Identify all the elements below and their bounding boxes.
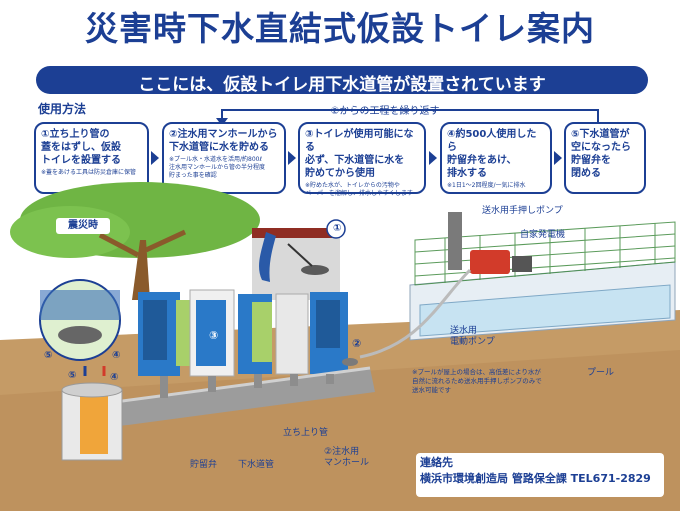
marker-4-inset: ④ (112, 350, 121, 361)
earthquake-label: 震災時 (56, 218, 110, 234)
step-2: ②注水用マンホールから 下水道管に水を貯める ※プール水・水道水を活用/約800… (162, 122, 286, 194)
repeat-note: ②からの工程を繰り返す (330, 106, 440, 117)
hand-pump-label: 送水用手押しポンプ (482, 206, 563, 216)
step-note: ※プール水・水道水を活用/約800ℓ 注水用マンホールから管の半分程度 貯まった… (169, 156, 266, 179)
storage-valve-label: 貯留弁 (190, 460, 218, 470)
step-3: ③トイレが使用可能になる 必ず、下水道管に水を 貯めてから使用 ※貯めた水が、ト… (298, 122, 426, 197)
pool-rooftop-note: ※プールが屋上の場合は、高低差により水が 自然に流れるため送水用手押しポンプのみ… (412, 368, 542, 394)
marker-5: ⑤ (68, 370, 77, 381)
marker-3: ③ (209, 329, 219, 342)
step-text: ②注水用マンホールから 下水道管に水を貯める (169, 129, 278, 153)
step-4: ④約500人使用したら 貯留弁をあけ、 排水する ※1日1〜2回程度/一気に排水 (440, 122, 552, 194)
riser-label: 立ち上り管 (283, 428, 329, 438)
sewer-pipe-label: 下水道管 (238, 460, 275, 470)
page-title: 災害時下水直結式仮設トイレ案内 (85, 9, 595, 48)
generator-label: 自家発電機 (520, 230, 566, 240)
step-5: ⑤下水道管が 空になったら 貯留弁を 閉める (564, 122, 646, 194)
electric-pump-label: 送水用 電動ポンプ (450, 326, 495, 347)
subtitle-text: ここには、仮設トイレ用下水道管が設置されています (138, 75, 546, 95)
marker-1: ① (333, 223, 342, 234)
marker-2: ② (352, 337, 362, 350)
step-text: ①立ち上り管の 蓋をはずし、仮設 トイレを設置する (41, 129, 121, 166)
contact-title: 連絡先 (420, 456, 453, 469)
pool-label: プール (587, 368, 615, 378)
step-text: ④約500人使用したら 貯留弁をあけ、 排水する (447, 129, 537, 179)
step-note: ※1日1〜2回程度/一気に排水 (447, 182, 526, 189)
marker-5-inset: ⑤ (44, 350, 53, 361)
usage-heading: 使用方法 (38, 102, 87, 116)
inlet-manhole-label: ②注水用 マンホール (324, 447, 370, 468)
step-text: ③トイレが使用可能になる 必ず、下水道管に水を 貯めてから使用 (305, 129, 414, 179)
step-note: ※貯めた水が、トイレからの汚物や ペーパーを溜解し、排水しやすくします (305, 182, 413, 197)
contact-box (416, 453, 664, 497)
contact-body: 横浜市環境創造局 管路保全課 TEL671-2829 (420, 472, 651, 485)
subtitle-banner (36, 66, 648, 94)
step-1: ①立ち上り管の 蓋をはずし、仮設 トイレを設置する ※蓋をあける工具は防災倉庫に… (34, 122, 149, 194)
marker-4: ④ (110, 372, 119, 383)
step-note: ※蓋をあける工具は防災倉庫に保管 (41, 169, 137, 176)
step-text: ⑤下水道管が 空になったら 貯留弁を 閉める (571, 129, 631, 179)
